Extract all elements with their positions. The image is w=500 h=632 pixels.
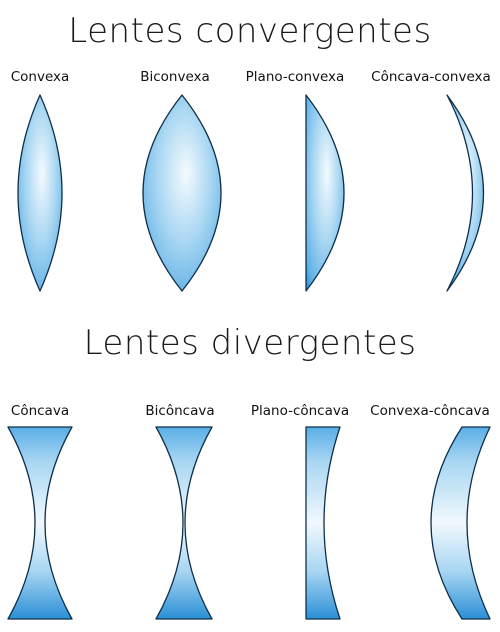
lens-label-concava-convexa: Côncava-convexa [371,69,491,85]
lens-label-biconcava: Bicôncava [145,403,214,419]
concava-lens [7,426,73,620]
lens-label-plano-concava: Plano-côncava [251,403,349,419]
diverging-title: Lentes divergentes [84,323,417,363]
biconcava-lens [155,426,213,620]
lens-label-convexa-concava: Convexa-côncava [370,403,490,419]
lens-label-plano-convexa: Plano-convexa [246,69,345,85]
lens-label-convexa: Convexa [11,69,70,85]
convexa-concava-lens [430,426,491,620]
plano-convexa-lens [305,94,345,292]
plano-concava-lens [305,426,341,620]
biconvexa-lens [142,94,222,292]
concava-convexa-lens [446,94,485,292]
lens-label-concava: Côncava [11,403,69,419]
converging-title: Lentes convergentes [68,11,431,51]
lens-label-biconvexa: Biconvexa [140,69,210,85]
convexa-lens [17,94,63,292]
